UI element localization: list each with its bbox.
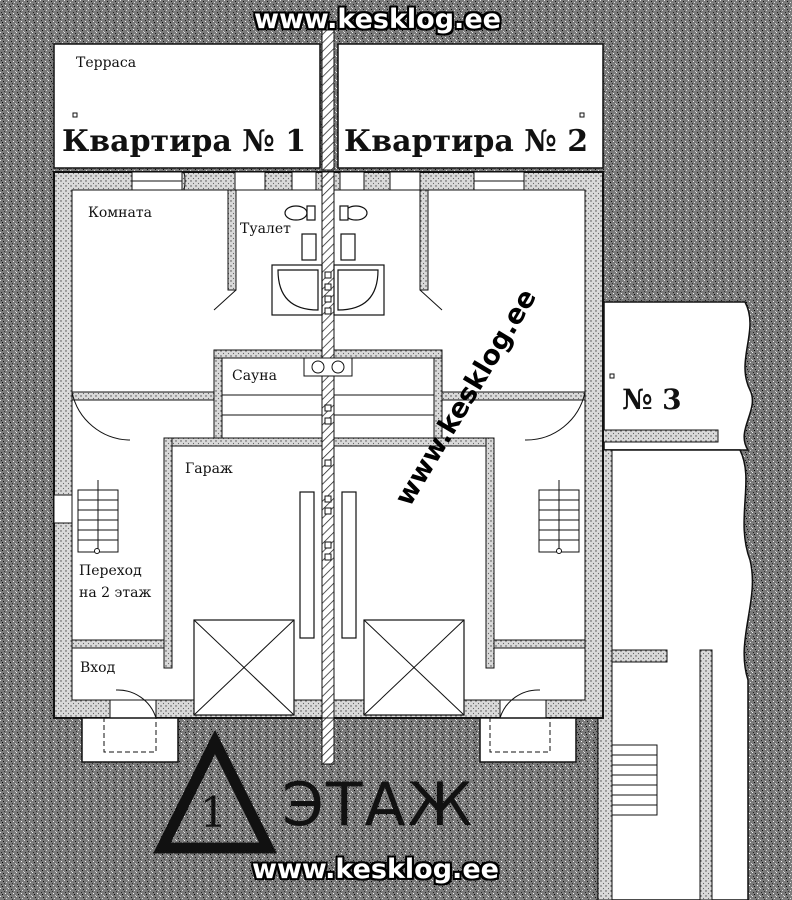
label-terrace: Терраса: [76, 55, 137, 71]
apartment-3: [603, 301, 754, 451]
party-wall: [321, 171, 335, 719]
label-entrance: Вход: [80, 660, 116, 676]
right-wing: [597, 449, 754, 900]
terrace-2: [337, 43, 604, 169]
label-toilet: Туалет: [240, 221, 291, 237]
party-wall-top: [321, 29, 335, 171]
porch-1: [81, 717, 179, 763]
label-stairs-line2: на 2 этаж: [79, 585, 152, 601]
porch-2: [479, 717, 577, 763]
floor-number: 1: [200, 788, 227, 837]
label-sauna: Сауна: [232, 368, 277, 384]
floor-label: ЭТАЖ: [282, 770, 475, 840]
label-stairs-line1: Переход: [79, 563, 142, 579]
watermark-top: www.kesklog.ee: [254, 4, 501, 35]
terrace-1: [53, 43, 321, 169]
label-apartment-2: Квартира № 2: [344, 124, 589, 159]
watermark-bottom: www.kesklog.ee: [252, 854, 499, 885]
label-apartment-1: Квартира № 1: [62, 124, 307, 159]
label-room: Комната: [88, 205, 152, 221]
label-apartment-3: № 3: [622, 383, 682, 416]
label-garage: Гараж: [185, 461, 233, 477]
floor-triangle: [153, 729, 277, 854]
